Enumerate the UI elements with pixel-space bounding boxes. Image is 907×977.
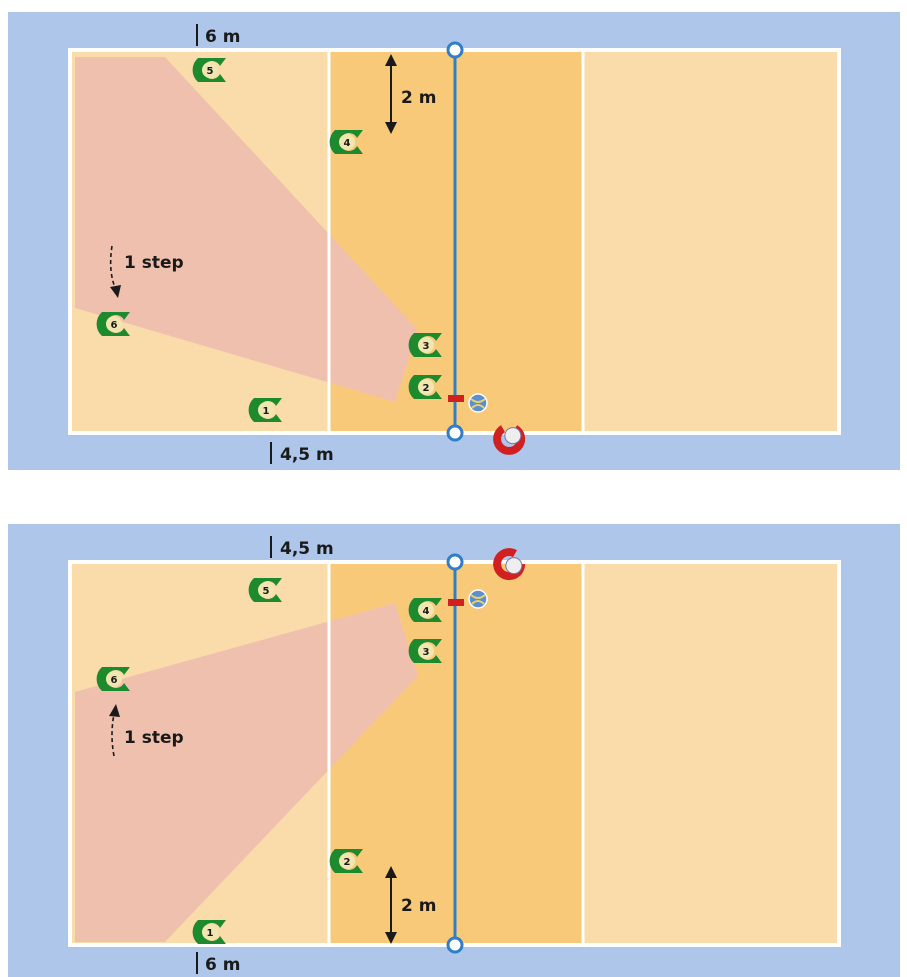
svg-text:6: 6	[111, 675, 118, 686]
player-3: 3	[408, 639, 442, 663]
svg-text:4: 4	[344, 138, 351, 149]
court-front-right	[455, 562, 582, 945]
ball-icon	[468, 393, 488, 413]
court-back-right	[584, 50, 839, 433]
step-arrow	[109, 245, 121, 298]
ball-icon	[468, 589, 488, 609]
svg-text:2: 2	[344, 857, 351, 868]
label-bottom-distance: 4,5 m	[280, 445, 334, 465]
player-1: 1	[192, 920, 226, 944]
opponent-attacker-icon	[493, 548, 526, 581]
svg-text:5: 5	[207, 66, 214, 77]
label-step: 1 step	[124, 253, 184, 273]
block-shadow	[75, 603, 418, 942]
player-1: 1	[248, 398, 282, 422]
net-post-top	[446, 41, 464, 59]
label-top-distance: 6 m	[205, 27, 240, 47]
net-post-top	[446, 553, 464, 571]
label-line-distance: 2 m	[401, 896, 436, 916]
distance-arrow-2m	[385, 866, 397, 944]
net-post-bottom	[446, 936, 464, 954]
player-6: 6	[96, 667, 130, 691]
player-6: 6	[96, 312, 130, 336]
player-4: 4	[408, 598, 442, 622]
distance-arrow-2m	[385, 54, 397, 134]
svg-text:6: 6	[111, 320, 118, 331]
player-4: 4	[329, 130, 363, 154]
svg-text:5: 5	[263, 586, 270, 597]
court-back-right	[584, 562, 839, 945]
player-5: 5	[248, 578, 282, 602]
svg-text:1: 1	[263, 406, 270, 417]
diagram-2: 4,5 m 6 m 2 m 1 step 5	[8, 524, 900, 977]
block-bar	[448, 599, 464, 606]
player-3: 3	[408, 333, 442, 357]
svg-text:3: 3	[423, 341, 430, 352]
diagram-1: 6 m 4,5 m 2 m 1 step 5	[8, 12, 900, 470]
step-arrow	[109, 704, 120, 757]
player-2: 2	[329, 849, 363, 873]
net-post-bottom	[446, 424, 464, 442]
label-bottom-distance: 6 m	[205, 955, 240, 975]
svg-text:2: 2	[423, 383, 430, 394]
block-shadow	[75, 57, 418, 402]
svg-text:1: 1	[207, 928, 214, 939]
player-2: 2	[408, 375, 442, 399]
svg-text:3: 3	[423, 647, 430, 658]
label-step: 1 step	[124, 728, 184, 748]
label-top-distance: 4,5 m	[280, 539, 334, 559]
opponent-attacker-icon	[493, 425, 526, 455]
player-5: 5	[192, 58, 226, 82]
label-line-distance: 2 m	[401, 88, 436, 108]
svg-text:4: 4	[423, 606, 430, 617]
block-bar	[448, 395, 464, 402]
court-front-right	[455, 50, 582, 433]
